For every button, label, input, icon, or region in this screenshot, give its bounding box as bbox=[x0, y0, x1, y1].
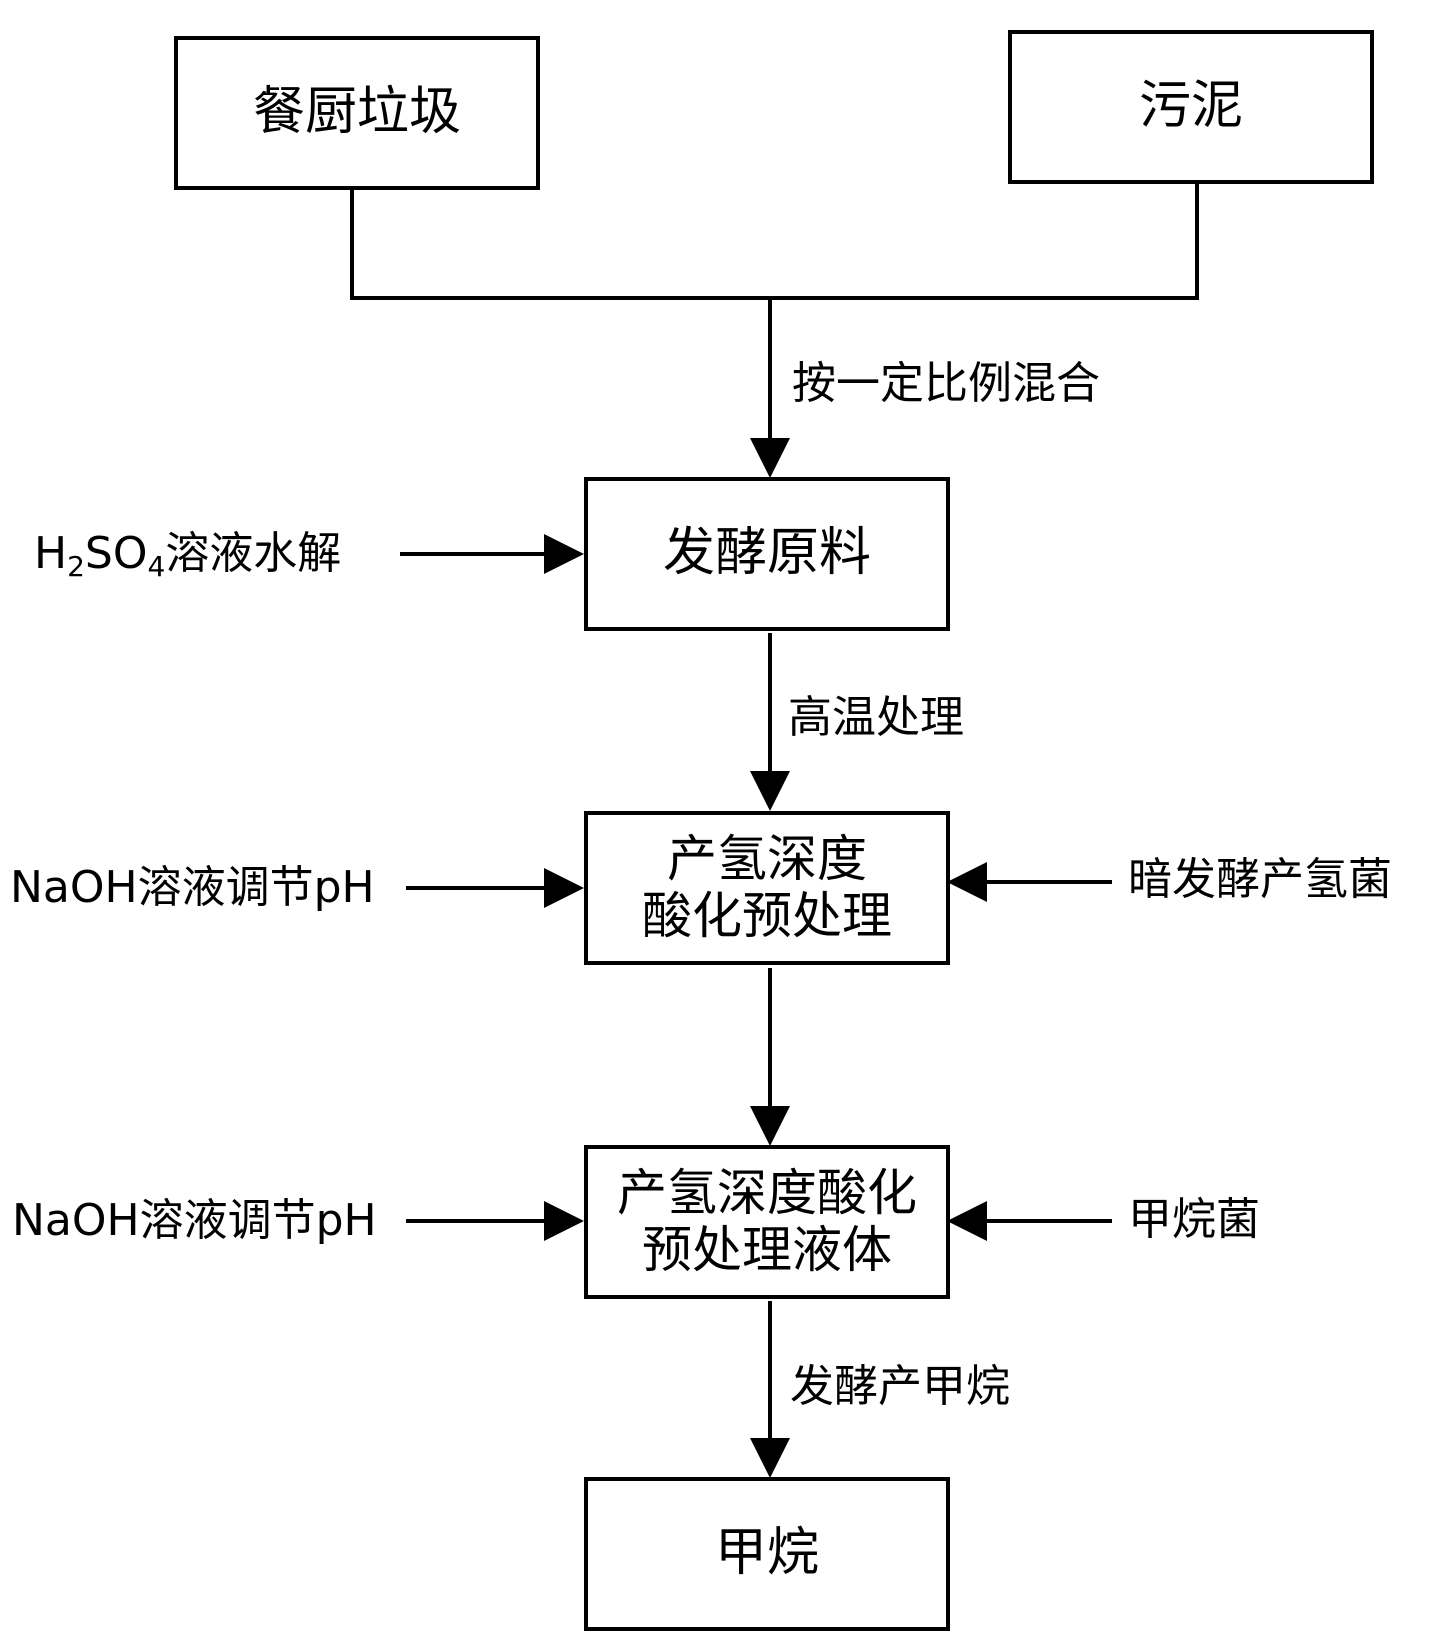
h2so4-so: SO bbox=[84, 528, 148, 579]
h2so4-sub-4: 4 bbox=[147, 550, 166, 583]
h2so4-hydrolysis-label: H2SO4溶液水解 bbox=[34, 532, 341, 581]
pretreatment-liquid-label-line1: 产氢深度酸化 bbox=[617, 1163, 917, 1222]
pretreatment-liquid-box: 产氢深度酸化 预处理液体 bbox=[584, 1145, 950, 1299]
acidification-label-line1: 产氢深度 bbox=[667, 829, 867, 888]
dark-fermentation-bacteria-label: 暗发酵产氢菌 bbox=[1128, 854, 1392, 905]
h2so4-h: H bbox=[34, 528, 68, 579]
h2so4-rest: 溶液水解 bbox=[165, 528, 342, 579]
methane-label: 甲烷 bbox=[714, 1523, 819, 1584]
sludge-label: 污泥 bbox=[1138, 76, 1243, 137]
acidification-label-line2: 酸化预处理 bbox=[642, 887, 892, 945]
naoh-ph-label-2: NaOH溶液调节pH bbox=[12, 1195, 377, 1246]
naoh-ph-label-1: NaOH溶液调节pH bbox=[10, 862, 375, 913]
raw-material-label: 发酵原料 bbox=[662, 523, 871, 584]
sludge-box: 污泥 bbox=[1008, 30, 1374, 184]
mix-ratio-label: 按一定比例混合 bbox=[792, 358, 1100, 409]
methanogen-label: 甲烷菌 bbox=[1128, 1194, 1260, 1245]
food-waste-label: 餐厨垃圾 bbox=[252, 82, 461, 143]
raw-material-box: 发酵原料 bbox=[584, 477, 950, 631]
pretreatment-liquid-label-line2: 预处理液体 bbox=[642, 1221, 892, 1279]
acidification-box: 产氢深度 酸化预处理 bbox=[584, 811, 950, 965]
ferment-methane-label: 发酵产甲烷 bbox=[790, 1361, 1010, 1412]
food-waste-box: 餐厨垃圾 bbox=[174, 36, 540, 190]
methane-box: 甲烷 bbox=[584, 1477, 950, 1631]
high-temp-label: 高温处理 bbox=[788, 692, 964, 743]
h2so4-sub-2: 2 bbox=[67, 550, 85, 583]
